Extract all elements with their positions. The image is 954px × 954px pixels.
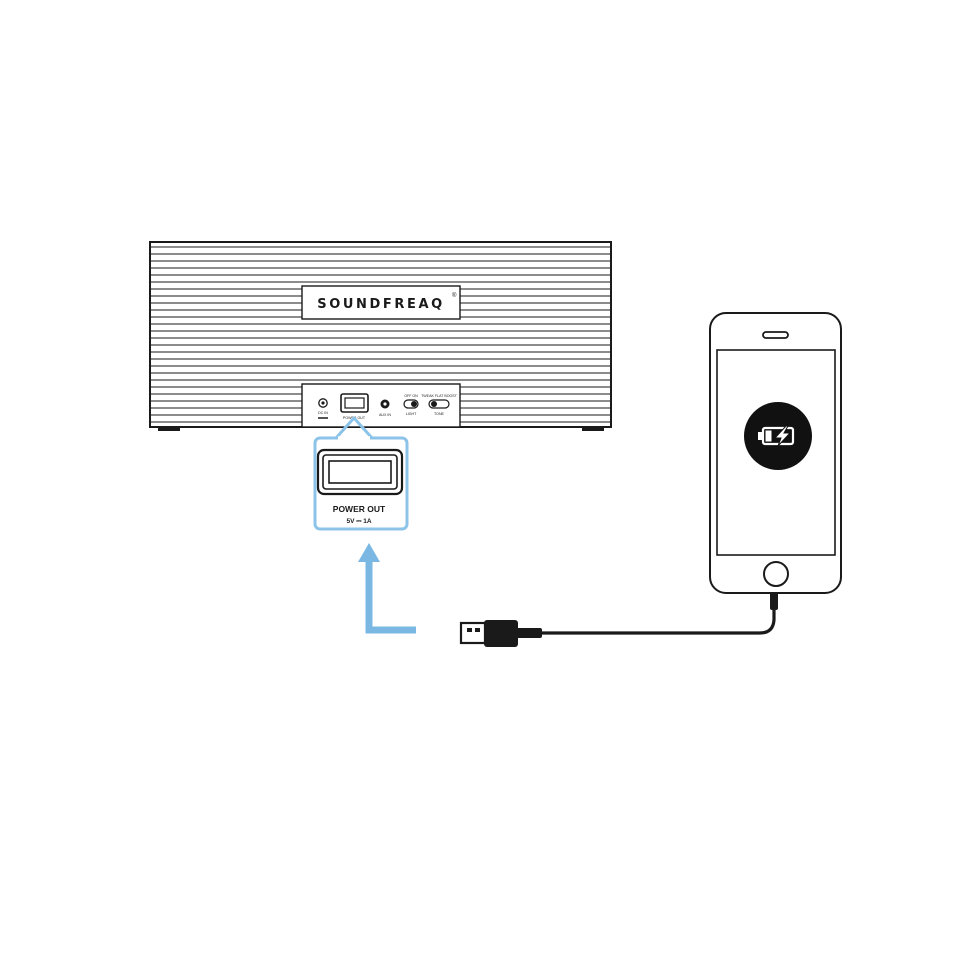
tone-switch-options: TWEAK FLAT BOOST xyxy=(421,394,458,398)
light-switch-label: LIGHT xyxy=(406,412,417,416)
dc-in-jack: DC IN xyxy=(318,398,328,419)
tone-switch: TWEAK FLAT BOOST TONE xyxy=(421,394,458,416)
brand-name: SOUNDFREAQ xyxy=(317,297,445,312)
usb-port-enlarged xyxy=(316,448,404,496)
callout-title: POWER OUT xyxy=(333,504,386,514)
brand-registered-mark: ® xyxy=(452,292,457,299)
rear-panel: DC IN POWER OUT AUX IN OFF ON LIGHT xyxy=(301,383,461,428)
speaker-foot-right xyxy=(582,427,604,431)
usb-port-callout: POWER OUT 5V ⎓ 1A xyxy=(313,416,409,531)
phone-speaker-slot xyxy=(762,331,789,339)
speaker: SOUNDFREAQ ® DC IN POWER OUT xyxy=(149,241,612,431)
phone-home-button xyxy=(763,561,789,587)
speaker-grille xyxy=(151,246,610,423)
usb-port: POWER OUT xyxy=(340,393,369,420)
usb-plug-icon xyxy=(484,620,518,647)
callout-spec: 5V ⎓ 1A xyxy=(346,518,371,525)
speaker-foot-left xyxy=(158,427,180,431)
aux-in-label: AUX IN xyxy=(379,413,391,417)
dc-in-label: DC IN xyxy=(318,411,328,415)
brand-badge: SOUNDFREAQ ® xyxy=(301,285,461,320)
aux-in-jack: AUX IN xyxy=(379,399,391,417)
callout-pointer xyxy=(334,416,374,440)
battery-charging-icon xyxy=(744,402,812,470)
tone-switch-label: TONE xyxy=(434,412,445,416)
light-switch-options: OFF ON xyxy=(404,394,418,398)
cable-wire xyxy=(540,594,776,635)
upward-arrow xyxy=(358,543,416,634)
usb-cable xyxy=(459,590,778,647)
smartphone xyxy=(709,312,842,594)
arrow-head xyxy=(358,543,380,562)
light-switch: OFF ON LIGHT xyxy=(403,394,419,416)
